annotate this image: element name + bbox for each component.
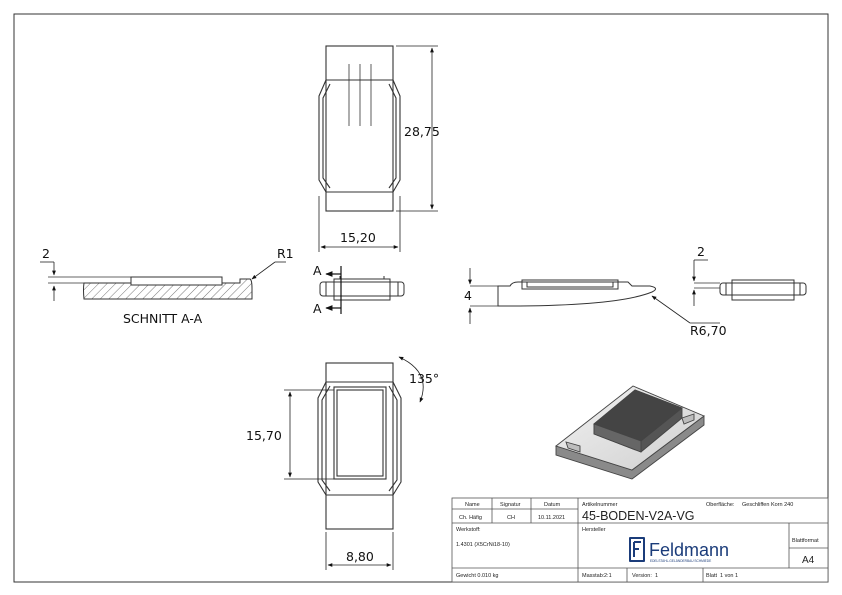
cut-marker-top: A <box>313 263 322 278</box>
signature-value: CH <box>507 515 515 521</box>
section-thickness-dimension <box>40 261 56 301</box>
title-block <box>451 497 829 583</box>
end-thickness-label: 2 <box>697 244 705 259</box>
section-radius-label: R1 <box>277 246 294 261</box>
end-view <box>694 279 807 301</box>
top-width-label: 15,20 <box>340 230 376 245</box>
feldmann-logo: Feldmann EDELSTAHL-GELÄNDERBAU SCHMIEDE <box>629 537 729 563</box>
side-radius-leader <box>651 295 720 324</box>
scale-value: 2:1 <box>604 573 612 579</box>
logo-subtitle: EDELSTAHL-GELÄNDERBAU SCHMIEDE <box>650 559 711 563</box>
angle-label: 135° <box>409 371 439 386</box>
sheet-format-value: A4 <box>802 555 815 566</box>
bottom-height-label: 15,70 <box>246 428 282 443</box>
feldmann-logo-icon <box>629 537 645 562</box>
side-radius-label: R6,70 <box>690 323 727 338</box>
article-number: 45-BODEN-V2A-VG <box>582 509 695 523</box>
bottom-width-dimension <box>325 532 394 570</box>
bottom-height-dimension <box>284 389 334 480</box>
section-thickness-label: 2 <box>42 246 50 261</box>
isometric-view <box>555 385 705 480</box>
top-height-dimension <box>396 45 438 212</box>
name-value: Ch. Häfig <box>459 515 482 521</box>
version-value: 1 <box>655 573 658 579</box>
end-thickness-dimension <box>692 259 708 306</box>
top-height-label: 28,75 <box>404 124 440 139</box>
side-height-label: 4 <box>464 288 472 303</box>
date-label: Datum <box>544 502 561 508</box>
angle-dimension <box>398 356 424 403</box>
section-view <box>48 276 253 300</box>
sheet-label: Blatt <box>706 573 717 579</box>
name-label: Name <box>465 502 480 508</box>
side-view <box>470 279 656 307</box>
date-value: 10.11.2021 <box>538 515 565 521</box>
surface-value: Geschliffen Korn 240 <box>742 502 793 508</box>
weight-text: Gewicht 0.010 kg <box>456 573 499 579</box>
material-value: 1.4301 (X5CrNi18-10) <box>456 542 510 548</box>
article-label: Artikelnummer <box>582 502 618 508</box>
signature-label: Signatur <box>500 502 521 508</box>
logo-text: Feldmann <box>649 540 729 560</box>
sheet-value: 1 von 1 <box>720 573 738 579</box>
sheet-border <box>13 13 829 583</box>
surface-label: Oberfläche: <box>706 502 735 508</box>
manufacturer-label: Hersteller <box>582 527 606 533</box>
top-width-dimension <box>318 196 401 252</box>
sheet-format-label: Blattformat <box>792 538 819 544</box>
version-label: Version: <box>632 573 652 579</box>
bottom-view <box>317 362 402 530</box>
front-view <box>319 276 405 301</box>
cut-marker-bottom: A <box>313 301 322 316</box>
top-view <box>318 45 401 212</box>
section-radius-leader <box>251 261 286 280</box>
scale-label: Masstab: <box>582 573 605 579</box>
bottom-width-label: 8,80 <box>346 549 374 564</box>
section-title: SCHNITT A-A <box>123 311 203 326</box>
cut-plane-marker <box>325 266 342 314</box>
material-label: Werkstoff: <box>456 527 481 533</box>
